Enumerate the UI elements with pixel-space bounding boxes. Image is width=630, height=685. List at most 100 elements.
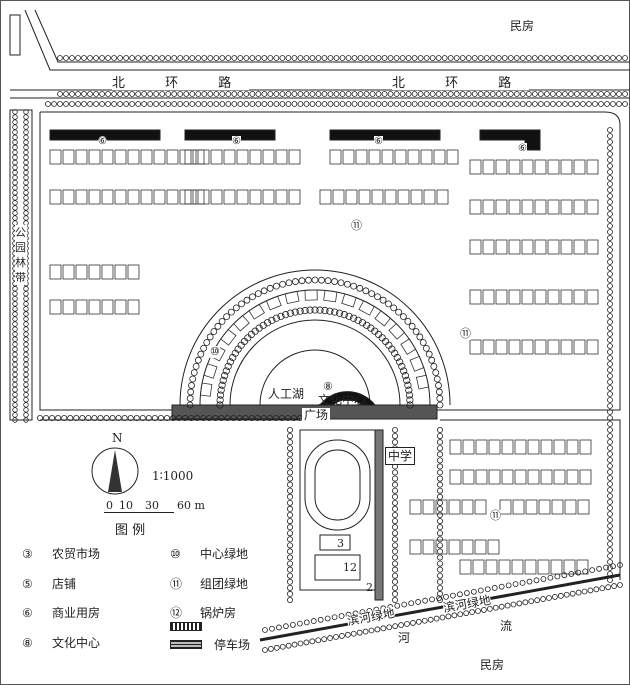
tree-icon (607, 439, 613, 445)
tree-icon (189, 55, 196, 61)
tree-icon (321, 636, 328, 643)
tree-icon (598, 55, 604, 61)
building (75, 189, 88, 205)
tree-icon (286, 505, 293, 512)
legend-label: 文化中心 (52, 636, 101, 650)
legend-label: 农贸市场 (52, 547, 101, 561)
tree-icon (580, 101, 586, 107)
tree-icon (216, 391, 225, 399)
tree-icon (385, 300, 392, 308)
tree-icon (203, 339, 211, 346)
building (501, 469, 514, 485)
tree-icon (286, 463, 293, 470)
tree-icon (607, 229, 613, 235)
building (192, 149, 205, 165)
building (521, 239, 534, 255)
tree-icon (261, 55, 268, 61)
tree-icon (224, 362, 232, 370)
tree-icon (404, 381, 412, 389)
tree-icon (401, 601, 408, 608)
tree-icon (286, 433, 293, 440)
tree-icon (255, 55, 262, 61)
tree-icon (504, 602, 511, 609)
tree-icon (333, 55, 340, 61)
tree-icon (324, 615, 331, 622)
group-green-num: ⑪ (351, 219, 362, 232)
tree-icon (607, 553, 613, 559)
tree-icon (321, 55, 328, 61)
tree-icon (12, 144, 18, 151)
tree-icon (519, 91, 526, 97)
tree-icon (147, 91, 154, 97)
tree-icon (433, 615, 440, 622)
tree-icon (12, 185, 18, 191)
building (388, 323, 406, 340)
tree-icon (416, 333, 424, 341)
tree-icon (145, 414, 152, 421)
tree-icon (216, 401, 224, 409)
tree-icon (305, 276, 312, 284)
legend-swatch-row (170, 622, 202, 631)
tree-icon (286, 475, 293, 482)
tree-icon (405, 391, 414, 399)
tree-icon (471, 101, 478, 107)
tree-icon (540, 596, 546, 602)
tree-icon (607, 463, 613, 469)
tree-icon (189, 375, 197, 383)
tree-icon (607, 535, 613, 541)
tree-icon (607, 199, 613, 205)
tree-icon (405, 386, 413, 394)
building (397, 189, 410, 205)
tree-icon (69, 101, 75, 107)
tree-icon (607, 265, 613, 271)
tree-icon (23, 361, 29, 368)
tree-icon (607, 343, 613, 349)
tree-icon (318, 276, 325, 284)
tree-icon (93, 91, 99, 97)
tree-icon (23, 134, 29, 140)
tree-icon (267, 101, 274, 107)
tree-icon (23, 356, 29, 363)
tree-icon (337, 279, 345, 287)
tree-icon (12, 331, 18, 337)
tree-icon (12, 341, 18, 347)
tree-icon (555, 101, 562, 107)
building (448, 499, 461, 515)
tree-icon (12, 336, 18, 342)
tree-icon (533, 577, 540, 584)
building (49, 189, 62, 205)
tree-icon (436, 457, 443, 464)
building (547, 339, 560, 355)
tree-icon (23, 210, 29, 216)
tree-icon (12, 366, 18, 373)
tree-icon (399, 101, 406, 107)
building (75, 299, 88, 315)
tree-icon (129, 91, 136, 97)
tree-icon (12, 215, 18, 221)
tree-icon (396, 358, 404, 366)
tree-icon (183, 101, 190, 107)
tree-icon (327, 55, 334, 61)
tree-icon (23, 139, 29, 145)
tree-icon (387, 91, 394, 97)
tree-icon (607, 259, 613, 265)
tree-icon (192, 362, 200, 370)
tree-icon (436, 590, 443, 597)
tree-icon (153, 91, 160, 97)
tree-icon (23, 316, 29, 322)
tree-icon (291, 101, 298, 107)
tree-icon (399, 55, 406, 61)
legend-title: 图 例 (115, 523, 146, 538)
tree-icon (436, 595, 442, 602)
tree-icon (311, 306, 319, 314)
tree-icon (405, 55, 412, 61)
tree-icon (12, 361, 18, 368)
tree-icon (12, 356, 18, 363)
tree-icon (242, 414, 249, 421)
tree-icon (607, 355, 613, 361)
tree-icon (147, 55, 154, 61)
tree-icon (459, 55, 466, 61)
tree-icon (351, 55, 358, 61)
tree-icon (296, 307, 304, 315)
